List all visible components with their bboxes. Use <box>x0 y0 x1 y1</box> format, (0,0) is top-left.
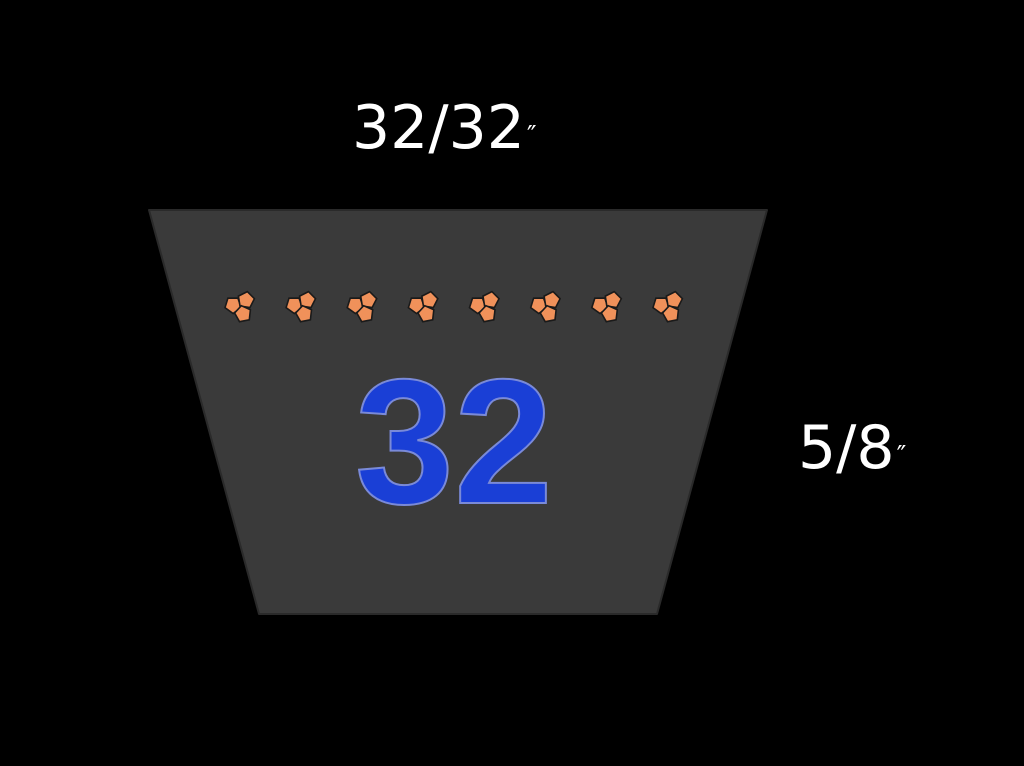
cord-strand <box>294 304 313 323</box>
cord-strand <box>661 304 680 323</box>
cord-strand <box>600 304 619 323</box>
cord-bundle <box>529 290 562 323</box>
tension-cords <box>224 290 684 323</box>
height-value: 5/8 <box>798 413 895 483</box>
top-width-unit: ″ <box>526 121 537 151</box>
cord-strand <box>478 304 496 323</box>
cord-bundle <box>346 290 378 323</box>
cord-bundle <box>224 290 256 323</box>
top-width-value: 32/32 <box>352 93 525 163</box>
cord-strand <box>539 304 557 323</box>
cord-bundle <box>468 290 500 323</box>
height-unit: ″ <box>896 441 907 471</box>
cord-strand <box>417 304 435 323</box>
cord-bundle <box>590 290 623 323</box>
cord-strand <box>355 304 374 323</box>
cord-bundle <box>285 290 317 323</box>
top-width-label: 32/32″ <box>352 98 537 158</box>
belt-size-number: 32 <box>355 342 553 541</box>
cord-bundle <box>407 290 439 323</box>
height-label: 5/8″ <box>798 418 906 478</box>
cord-strand <box>233 304 252 323</box>
cord-bundle <box>652 290 684 323</box>
